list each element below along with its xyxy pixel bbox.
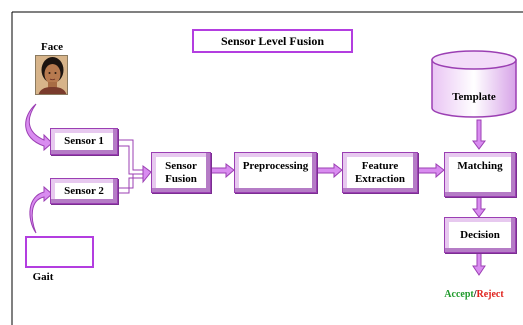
face-photo <box>35 55 68 95</box>
sensor-fusion-box: Sensor Fusion <box>151 152 211 193</box>
reject-label: Reject <box>476 289 504 300</box>
arrow-to-sensor-fusion <box>142 165 152 184</box>
vertical-arrows <box>472 119 486 276</box>
gait-label: Gait <box>32 271 54 283</box>
diagram-title: Sensor Level Fusion <box>192 29 353 53</box>
gait-image-frame <box>25 236 94 268</box>
sensor-2-box: Sensor 2 <box>50 178 118 204</box>
feature-extraction-box: Feature Extraction <box>342 152 418 193</box>
result-separator: / <box>473 289 477 300</box>
template-label: Template <box>452 91 496 103</box>
preprocessing-box: Preprocessing <box>234 152 317 193</box>
gait-curved-arrow <box>29 185 53 234</box>
pipeline-arrows <box>210 163 445 179</box>
accept-label: Accept <box>444 289 474 300</box>
face-curved-arrow <box>25 103 53 152</box>
sensor-fusion-label-line-1: Sensor <box>165 159 197 172</box>
decision-box: Decision <box>444 217 516 253</box>
sensor-1-label: Sensor 1 <box>64 135 104 147</box>
sensor-fusion-label-line-2: Fusion <box>165 172 197 185</box>
decision-label: Decision <box>460 228 500 241</box>
sensor-2-label: Sensor 2 <box>64 184 104 197</box>
matching-box: Matching <box>444 152 516 197</box>
preprocessing-label: Preprocessing <box>242 160 309 172</box>
template-database-cylinder <box>431 50 517 118</box>
matching-label: Matching <box>457 160 503 172</box>
sensor-1-box: Sensor 1 <box>50 128 118 155</box>
feature-extraction-label-line-1: Feature <box>361 159 399 172</box>
face-label: Face <box>41 41 63 53</box>
sensor-merge-connector <box>117 139 143 194</box>
face-photo-drawing <box>36 56 67 94</box>
decision-result: Accept/Reject <box>430 289 518 300</box>
feature-extraction-label-line-2: Extraction <box>354 172 406 185</box>
